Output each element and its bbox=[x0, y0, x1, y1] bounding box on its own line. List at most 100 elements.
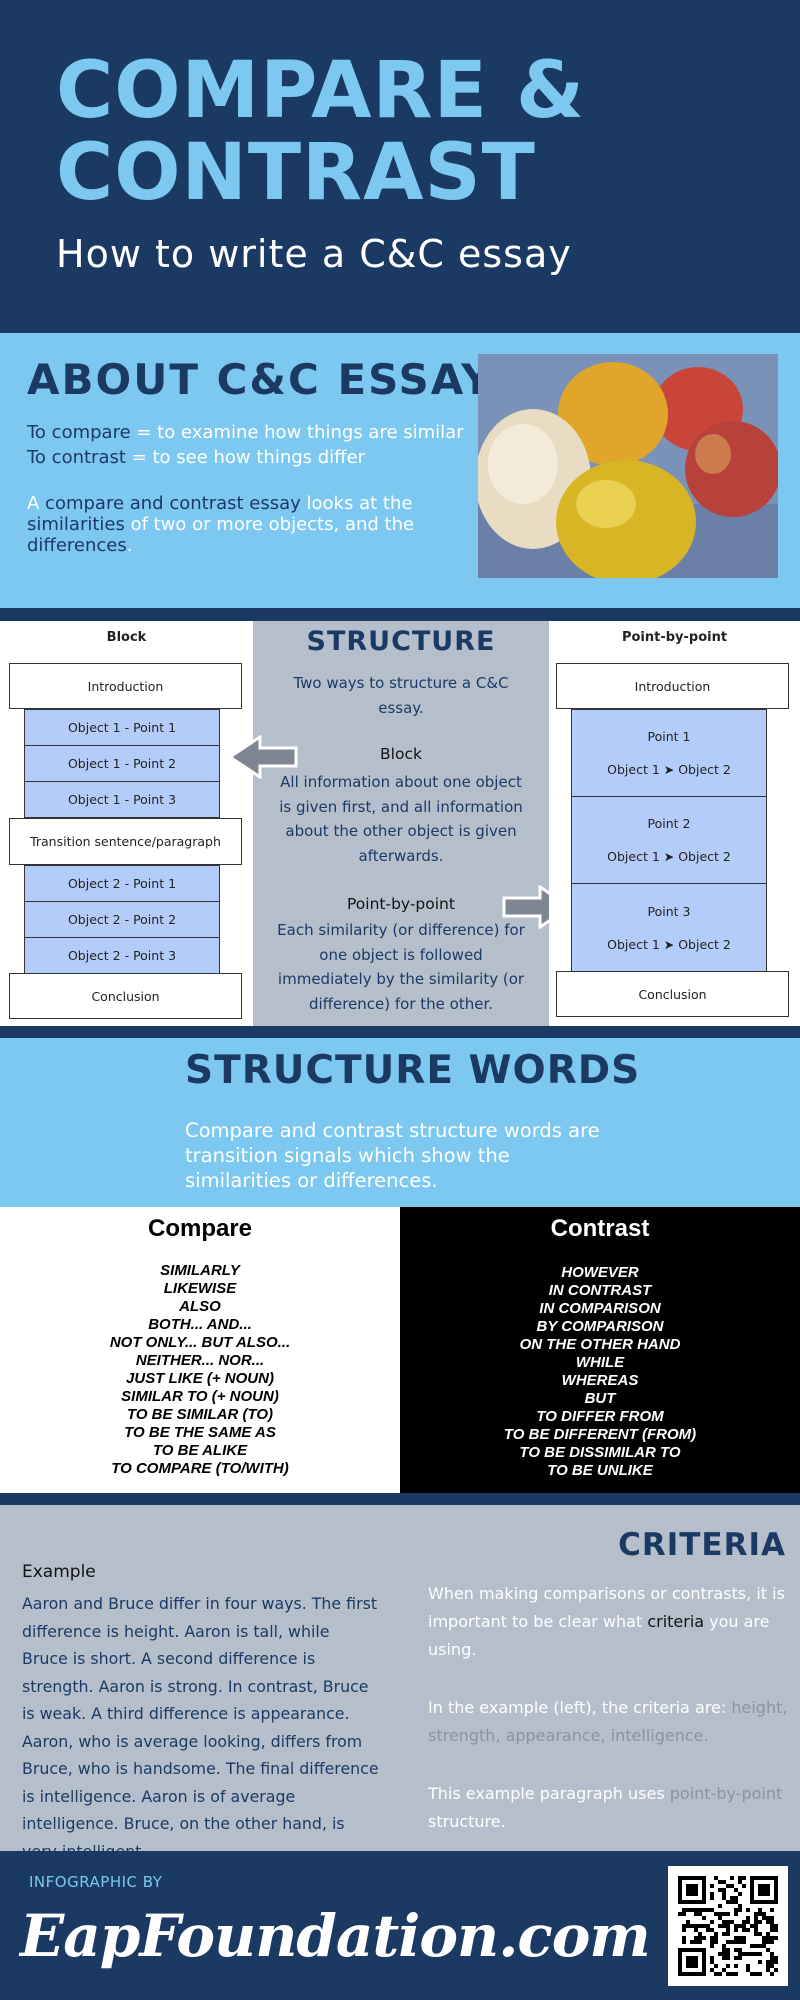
pbp-point3-label: Point 3 bbox=[647, 903, 691, 919]
criteria-p1-text-a: When making comparisons or contrasts, it… bbox=[428, 1584, 785, 1631]
page-subtitle: How to write a C&C essay bbox=[56, 232, 572, 276]
title-line-1: COMPARE & bbox=[56, 46, 586, 136]
criteria-p3-text-a: This example paragraph uses bbox=[428, 1784, 670, 1803]
about-highlight-2: similarities bbox=[27, 514, 125, 535]
structure-words-title: STRUCTURE WORDS bbox=[185, 1048, 641, 1093]
contrast-word: BUT bbox=[584, 1390, 616, 1407]
compare-title: Compare bbox=[147, 1215, 253, 1242]
contrast-word: WHILE bbox=[575, 1354, 625, 1371]
contrast-word: IN CONTRAST bbox=[548, 1282, 652, 1299]
pbp-diagram-title: Point-by-point bbox=[621, 630, 728, 645]
criteria-section bbox=[0, 1505, 800, 1851]
page-title: COMPARE & CONTRAST bbox=[56, 50, 776, 214]
left-arrow-icon bbox=[228, 735, 298, 779]
pbp-point2-label: Point 2 bbox=[647, 816, 691, 831]
about-text-mid2: of two or more objects, and the bbox=[124, 514, 415, 535]
contrast-term: To contrast bbox=[27, 447, 126, 468]
example-paragraph: Aaron and Bruce differ in four ways. The… bbox=[22, 1594, 379, 1861]
about-title: ABOUT C&C ESSAYS bbox=[27, 355, 526, 404]
about-text-end: . bbox=[126, 535, 133, 556]
pbp-description: Each similarity (or difference) for one … bbox=[277, 921, 525, 1013]
contrast-title: Contrast bbox=[550, 1215, 650, 1242]
pbp-point1-detail: Object 1 ➤ Object 2 bbox=[607, 762, 731, 777]
about-text-a: A bbox=[27, 493, 46, 514]
about-highlight-3: differences bbox=[27, 535, 127, 556]
header-section bbox=[0, 0, 800, 333]
contrast-word: TO DIFFER FROM bbox=[536, 1408, 664, 1425]
structure-intro: Two ways to structure a C&C essay. bbox=[293, 674, 509, 717]
structure-explanation-panel bbox=[253, 621, 549, 1026]
structure-title: STRUCTURE bbox=[306, 626, 496, 657]
contrast-definition: To contrast = to see how things differ bbox=[27, 447, 365, 468]
contrast-word: ON THE OTHER HAND bbox=[519, 1336, 681, 1353]
contrast-word: BY COMPARISON bbox=[536, 1318, 664, 1335]
block-box-transition: Transition sentence/paragraph bbox=[9, 818, 242, 865]
criteria-paragraph-1: When making comparisons or contrasts, it… bbox=[428, 1580, 788, 1664]
contrast-def: = to see how things differ bbox=[125, 447, 366, 468]
about-text-mid: looks at the bbox=[300, 493, 413, 514]
criteria-p3-text-b: structure. bbox=[428, 1812, 506, 1831]
criteria-keyword: criteria bbox=[647, 1612, 705, 1631]
pbp-point1-label: Point 1 bbox=[647, 729, 691, 744]
contrast-word: TO BE UNLIKE bbox=[547, 1462, 653, 1479]
compare-word: SIMILAR TO (+ NOUN) bbox=[121, 1388, 279, 1405]
criteria-title: CRITERIA bbox=[618, 1527, 786, 1563]
compare-word: JUST LIKE (+ NOUN) bbox=[126, 1370, 274, 1387]
pbp-box-point1: Point 1 Object 1 ➤ Object 2 bbox=[571, 709, 767, 797]
eapfoundation-logo[interactable]: EapFoundation.com bbox=[20, 1902, 651, 1970]
compare-word: ALSO bbox=[179, 1298, 221, 1315]
criteria-paragraph-2: In the example (left), the criteria are:… bbox=[428, 1694, 788, 1750]
block-box-obj2-point2: Object 2 - Point 2 bbox=[24, 901, 220, 938]
criteria-p2-text-a: In the example (left), the criteria are: bbox=[428, 1698, 732, 1717]
compare-word: TO BE SIMILAR (TO) bbox=[126, 1406, 274, 1423]
compare-word: TO BE THE SAME AS bbox=[124, 1424, 276, 1441]
criteria-p1-text-b: you are using. bbox=[428, 1612, 770, 1659]
criteria-list: height, strength, appearance, intelligen… bbox=[428, 1698, 788, 1745]
criteria-structure-name: point-by-point bbox=[669, 1784, 783, 1803]
structure-words-section bbox=[0, 1038, 800, 1207]
compare-definition: To compare = to examine how things are s… bbox=[27, 422, 464, 443]
compare-word: NOT ONLY... BUT ALSO... bbox=[109, 1334, 291, 1351]
contrast-word: TO BE DISSIMILAR TO bbox=[519, 1444, 681, 1461]
contrast-word: HOWEVER bbox=[561, 1264, 639, 1281]
compare-word: TO COMPARE (TO/WITH) bbox=[111, 1460, 289, 1477]
pbp-box-point2: Point 2 Object 1 ➤ Object 2 bbox=[571, 796, 767, 884]
title-line-2: CONTRAST bbox=[56, 128, 536, 218]
footer-section bbox=[0, 1851, 800, 2000]
pbp-point2-detail: Object 1 ➤ Object 2 bbox=[607, 849, 731, 864]
contrast-word: IN COMPARISON bbox=[539, 1300, 661, 1317]
compare-term: To compare bbox=[27, 422, 131, 443]
compare-word: NEITHER... NOR... bbox=[135, 1352, 265, 1369]
qr-code-icon[interactable] bbox=[668, 1866, 788, 1986]
pbp-heading: Point-by-point bbox=[347, 895, 455, 913]
pbp-box-conclusion: Conclusion bbox=[556, 971, 789, 1017]
infographic-by-label: INFOGRAPHIC BY bbox=[29, 1873, 163, 1891]
compare-def: = to examine how things are similar bbox=[130, 422, 464, 443]
example-heading: Example bbox=[22, 1562, 96, 1582]
block-box-obj1-point2: Object 1 - Point 2 bbox=[24, 745, 220, 782]
contrast-word: TO BE DIFFERENT (FROM) bbox=[503, 1426, 697, 1443]
block-box-obj1-point3: Object 1 - Point 3 bbox=[24, 781, 220, 818]
fruit-image bbox=[478, 354, 778, 578]
compare-word: SIMILARLY bbox=[160, 1262, 240, 1279]
block-box-obj2-point3: Object 2 - Point 3 bbox=[24, 937, 220, 974]
block-box-conclusion: Conclusion bbox=[9, 973, 242, 1019]
block-diagram-title: Block bbox=[106, 630, 147, 645]
compare-word: BOTH... AND... bbox=[148, 1316, 252, 1333]
compare-word: LIKEWISE bbox=[163, 1280, 237, 1297]
block-description: All information about one object is give… bbox=[279, 773, 523, 865]
block-box-obj1-point1: Object 1 - Point 1 bbox=[24, 709, 220, 746]
pbp-point3-detail: Object 1 ➤ Object 2 bbox=[607, 936, 731, 952]
contrast-word: WHEREAS bbox=[561, 1372, 639, 1389]
about-paragraph: A compare and contrast essay looks at th… bbox=[27, 493, 447, 556]
criteria-paragraph-3: This example paragraph uses point-by-poi… bbox=[428, 1780, 788, 1836]
compare-word: TO BE ALIKE bbox=[152, 1442, 248, 1459]
pbp-box-introduction: Introduction bbox=[556, 663, 789, 709]
qr-code-graphic bbox=[678, 1876, 778, 1976]
fruit-photo bbox=[478, 354, 778, 578]
structure-words-description: Compare and contrast structure words are… bbox=[185, 1119, 600, 1192]
